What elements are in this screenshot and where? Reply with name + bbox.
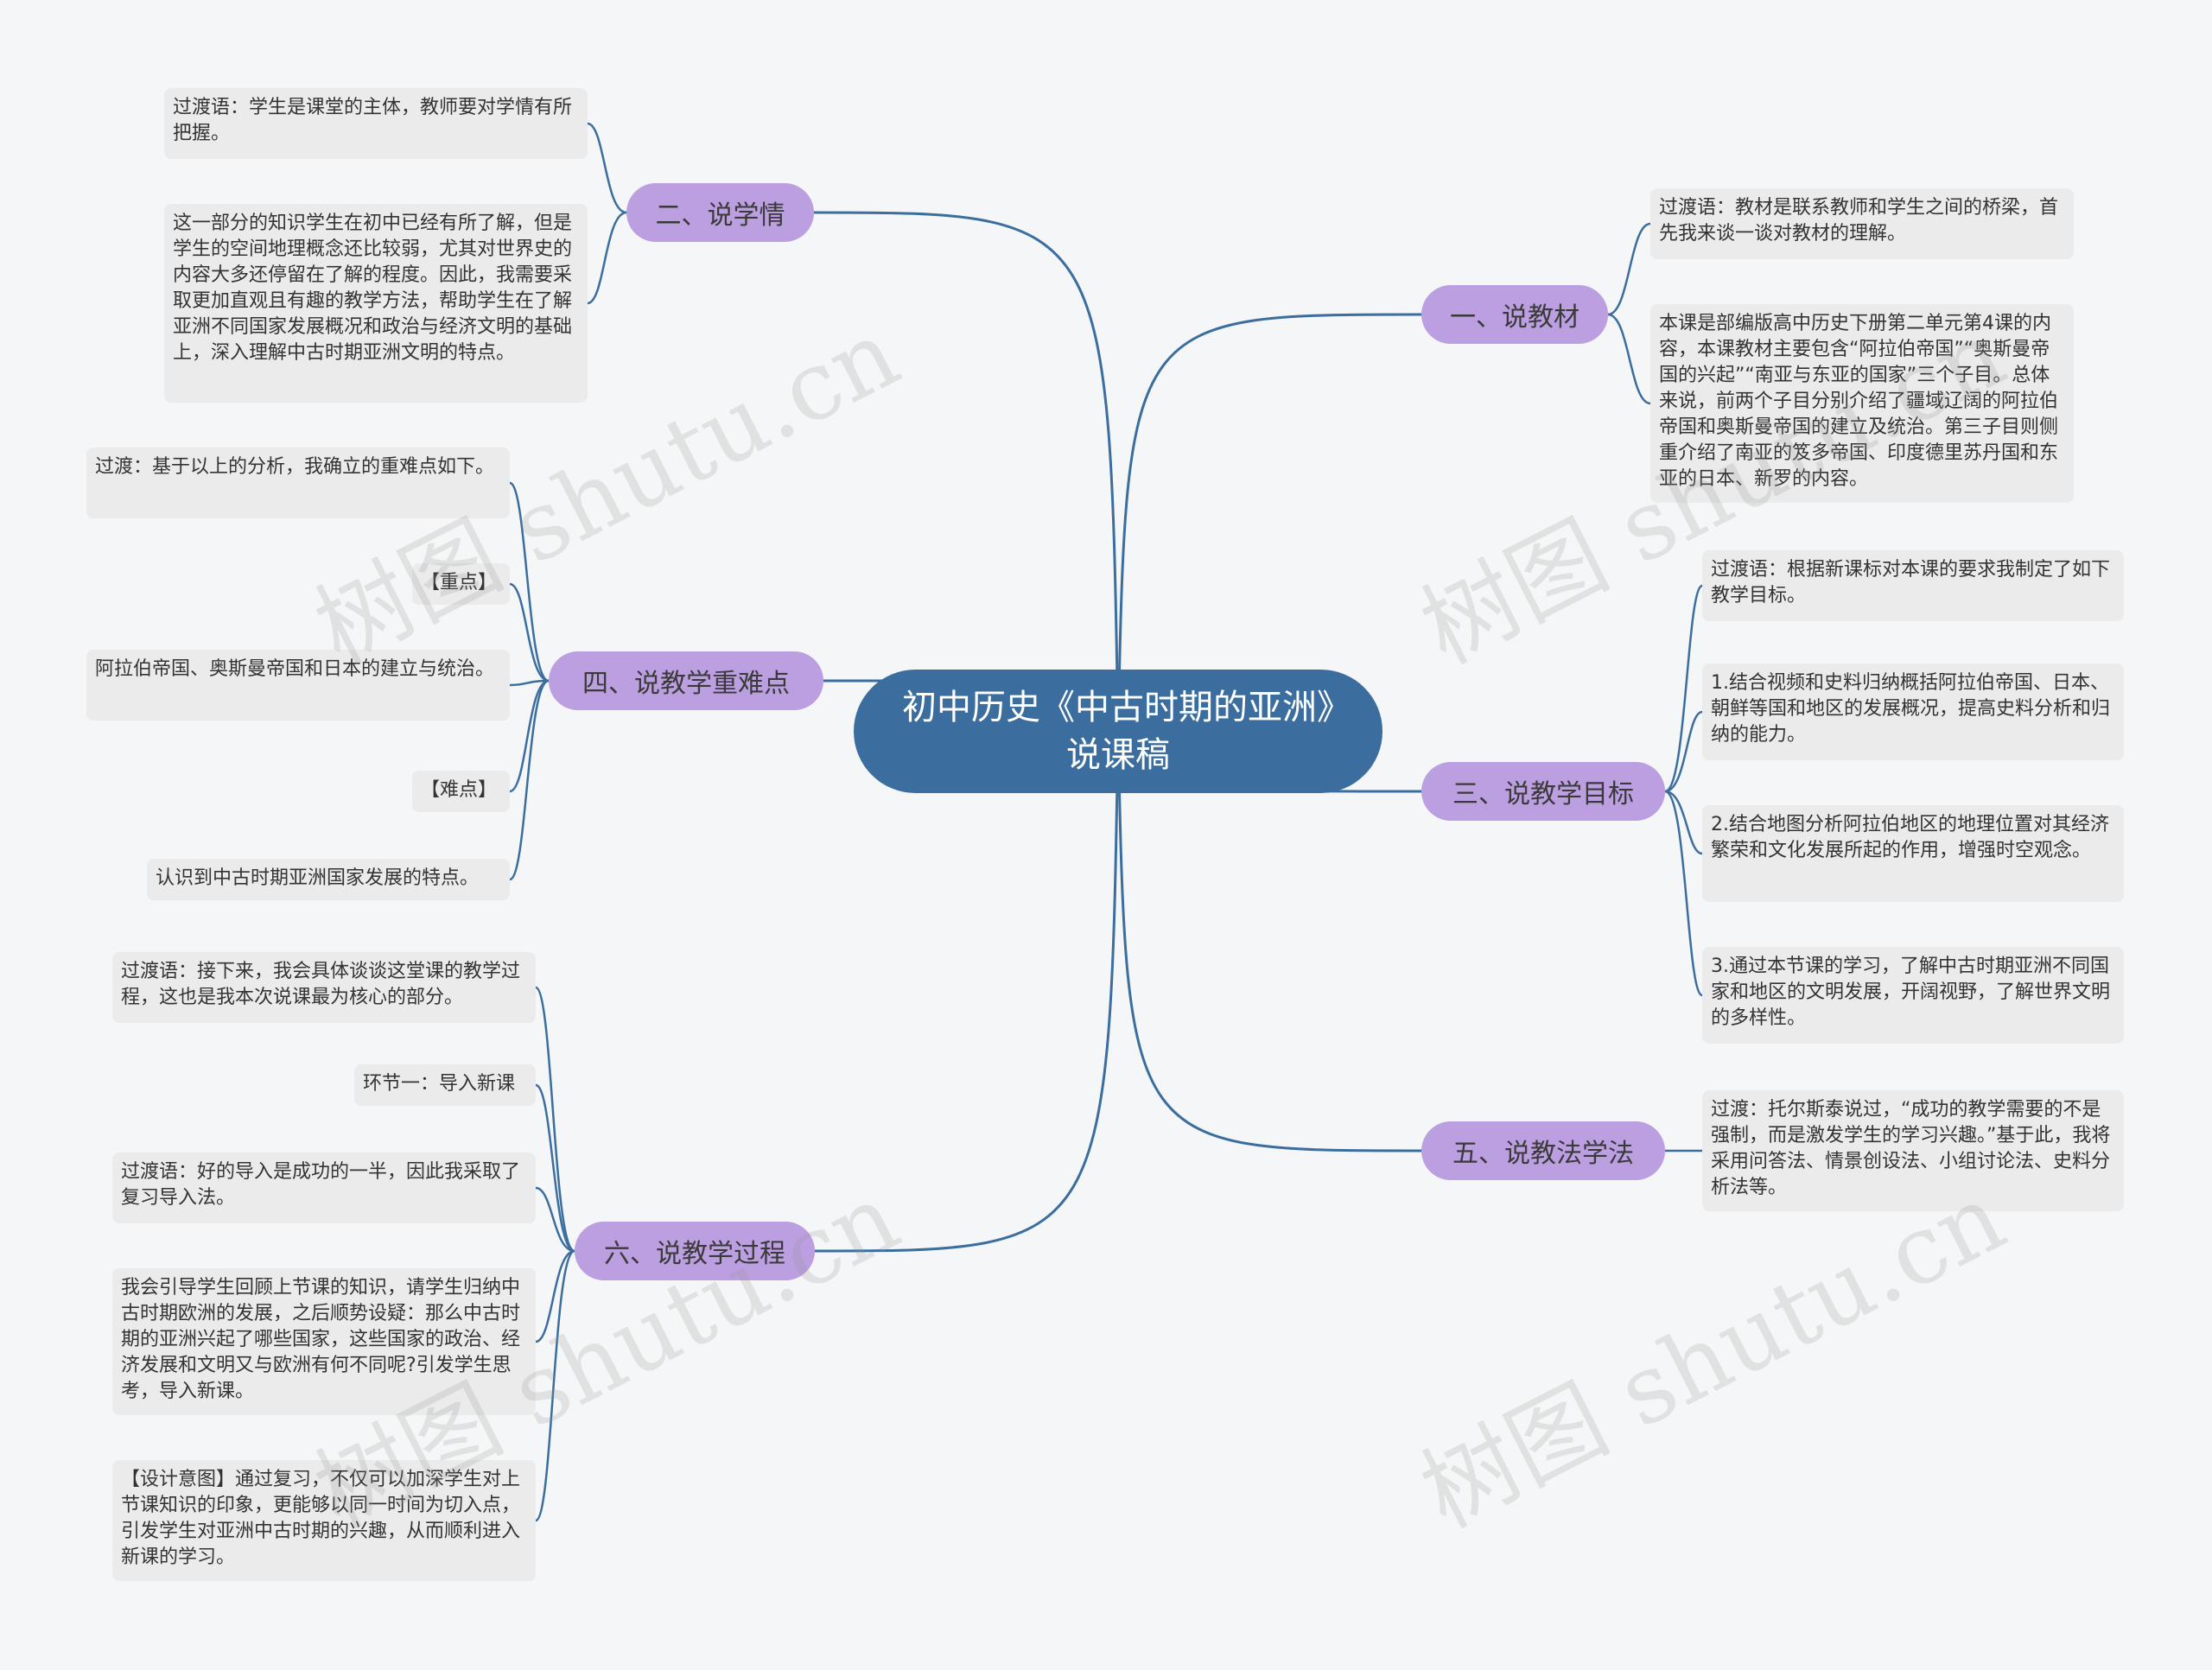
leaf-note[interactable]: 1.结合视频和史料归纳概括阿拉伯帝国、日本、朝鲜等国和地区的发展概况，提高史料分… [1702, 664, 2124, 760]
branch-jiaofa[interactable]: 五、说教法学法 [1421, 1121, 1665, 1180]
branch-zhongnandian[interactable]: 四、说教学重难点 [549, 651, 823, 710]
connector-line [1664, 710, 1703, 793]
leaf-note[interactable]: 这一部分的知识学生在初中已经有所了解，但是学生的空间地理概念还比较弱，尤其对世界… [164, 204, 588, 403]
branch-mubiao[interactable]: 三、说教学目标 [1421, 762, 1665, 821]
connector-line [1664, 790, 1704, 997]
connector-line [509, 481, 550, 683]
leaf-note[interactable]: 认识到中古时期亚洲国家发展的特点。 [147, 859, 510, 900]
connector-line [1607, 222, 1651, 316]
leaf-note[interactable]: 3.通过本节课的学习，了解中古时期亚洲不同国家和地区的文明发展，开阔视野，了解世… [1702, 947, 2124, 1044]
connector-line [813, 211, 1120, 732]
leaf-note[interactable]: 过渡语：接下来，我会具体谈谈这堂课的教学过程，这也是我本次说课最为核心的部分。 [112, 952, 536, 1023]
branch-guocheng[interactable]: 六、说教学过程 [575, 1222, 815, 1280]
connector-line [1664, 584, 1704, 793]
leaf-note[interactable]: 过渡语：好的导入是成功的一半，因此我采取了复习导入法。 [112, 1152, 536, 1223]
leaf-note[interactable]: 阿拉伯帝国、奥斯曼帝国和日本的建立与统治。 [86, 650, 510, 721]
connector-line [1116, 313, 1422, 732]
connector-line [509, 679, 550, 881]
leaf-note[interactable]: 环节一：导入新课 [354, 1064, 536, 1106]
leaf-note[interactable]: 过渡语：学生是课堂的主体，教师要对学情有所把握。 [164, 88, 588, 159]
connector-line [1116, 731, 1422, 1152]
connector-line [534, 986, 575, 1253]
leaf-note[interactable]: 2.结合地图分析阿拉伯地区的地理位置对其经济繁荣和文化发展所起的作用，增强时空观… [1702, 805, 2124, 902]
connector-line [535, 1186, 575, 1253]
connector-line [814, 731, 1120, 1253]
connector-line [509, 582, 550, 683]
connector-line [1607, 313, 1651, 405]
leaf-note[interactable]: 【难点】 [412, 771, 510, 812]
connector-line [1664, 790, 1703, 855]
connector-line [534, 1249, 575, 1522]
leaf-note[interactable]: 过渡语：根据新课标对本课的要求我制定了如下教学目标。 [1702, 550, 2124, 621]
leaf-note[interactable]: 过渡：基于以上的分析，我确立的重难点如下。 [86, 448, 510, 518]
leaf-note[interactable]: 过渡：托尔斯泰说过，“成功的教学需要的不是强制，而是激发学生的学习兴趣。”基于此… [1702, 1090, 2124, 1211]
leaf-note[interactable]: 【重点】 [412, 563, 510, 605]
branch-xueqing[interactable]: 二、说学情 [626, 183, 814, 242]
connector-line [509, 679, 550, 687]
connector-line [535, 1083, 575, 1253]
connector-line [535, 1249, 575, 1343]
branch-jiaocai[interactable]: 一、说教材 [1421, 285, 1608, 344]
leaf-note[interactable]: 我会引导学生回顾上节课的知识，请学生归纳中古时期欧洲的发展，之后顺势设疑：那么中… [112, 1268, 536, 1415]
leaf-note[interactable]: 过渡语：教材是联系教师和学生之间的桥梁，首先我来谈一谈对教材的理解。 [1650, 188, 2074, 259]
central-topic[interactable]: 初中历史《中古时期的亚洲》说课稿 [854, 670, 1382, 793]
connector-line [587, 211, 627, 305]
connector-line [509, 679, 550, 793]
leaf-note[interactable]: 本课是部编版高中历史下册第二单元第4课的内容，本课教材主要包含“阿拉伯帝国”“奥… [1650, 304, 2074, 503]
leaf-note[interactable]: 【设计意图】通过复习，不仅可以加深学生对上节课知识的印象，更能够以同一时间为切入… [112, 1460, 536, 1581]
connector-line [587, 122, 627, 214]
